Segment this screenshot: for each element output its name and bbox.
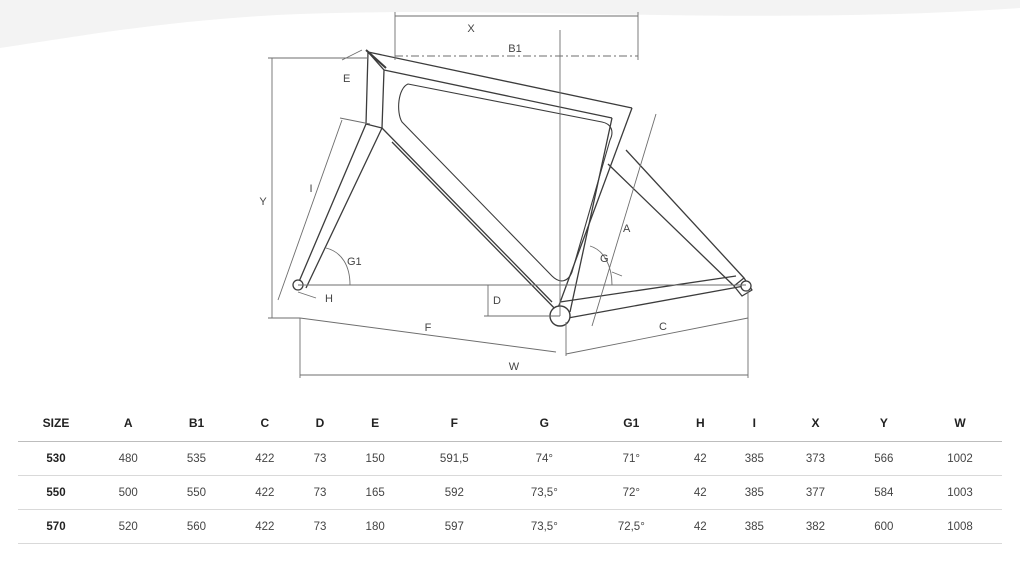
cell-w: 1008 [918,509,1002,544]
frame-outline [297,49,753,319]
dimension-lines [268,12,749,378]
cell-b1: 560 [162,509,231,544]
cell-x: 373 [781,441,850,476]
label-b1: B1 [508,43,521,55]
cell-c: 422 [230,441,299,476]
header-y: Y [849,405,918,442]
header-f: F [409,405,500,442]
cell-y: 566 [849,441,918,476]
label-i: I [309,183,312,195]
cell-i: 385 [727,509,782,544]
table-row: 570 520 560 422 73 180 597 73,5° 72,5° 4… [18,509,1002,544]
cell-y: 600 [849,509,918,544]
cell-d: 73 [298,509,341,544]
cell-y: 584 [849,475,918,510]
label-f: F [425,322,432,334]
cell-b1: 550 [162,475,231,510]
background-swoosh [0,0,1020,48]
label-g1: G1 [347,256,362,268]
cell-e: 165 [340,475,410,510]
cell-h: 42 [673,441,728,476]
table-row: 550 500 550 422 73 165 592 73,5° 72° 42 … [18,475,1002,510]
cell-g1: 72,5° [589,509,674,544]
frame-geometry-diagram: X B1 E Y I G1 H D F G A C W [259,12,753,378]
cell-f: 597 [409,509,500,544]
label-e: E [343,73,350,85]
label-g: G [600,253,609,265]
label-a: A [623,223,631,235]
header-e: E [340,405,410,442]
cell-i: 385 [727,441,782,476]
header-x: X [781,405,850,442]
header-i: I [727,405,782,442]
header-size: SIZE [18,405,94,442]
header-w: W [918,405,1002,442]
cell-f: 592 [409,475,500,510]
cell-b1: 535 [162,441,231,476]
header-a: A [94,405,163,442]
rear-axle [740,280,752,292]
header-d: D [298,405,341,442]
label-c: C [659,321,667,333]
label-d: D [493,295,501,307]
cell-f: 591,5 [409,441,500,476]
cell-w: 1003 [918,475,1002,510]
cell-size: 530 [18,441,94,476]
header-h: H [673,405,728,442]
cell-c: 422 [230,509,299,544]
cell-e: 150 [340,441,410,476]
geometry-table: SIZE A B1 C D E F G G1 H I X Y W 530 480… [18,405,1002,544]
cell-i: 385 [727,475,782,510]
cell-d: 73 [298,475,341,510]
cell-h: 42 [673,509,728,544]
cell-g: 73,5° [499,475,590,510]
cell-g1: 72° [589,475,674,510]
dimension-labels: X B1 E Y I G1 H D F G A C W [259,23,667,373]
table-header-row: SIZE A B1 C D E F G G1 H I X Y W [18,405,1002,442]
label-x: X [467,23,475,35]
cell-size: 570 [18,509,94,544]
cell-g1: 71° [589,441,674,476]
cell-w: 1002 [918,441,1002,476]
cell-h: 42 [673,475,728,510]
cell-x: 377 [781,475,850,510]
header-g: G [499,405,590,442]
cell-a: 480 [94,441,163,476]
cell-d: 73 [298,441,341,476]
cell-g: 74° [499,441,590,476]
cell-a: 500 [94,475,163,510]
label-y: Y [259,196,267,208]
cell-e: 180 [340,509,410,544]
cell-a: 520 [94,509,163,544]
label-h: H [325,293,333,305]
table-row: 530 480 535 422 73 150 591,5 74° 71° 42 … [18,441,1002,476]
cell-g: 73,5° [499,509,590,544]
header-c: C [230,405,299,442]
cell-x: 382 [781,509,850,544]
header-g1: G1 [589,405,674,442]
label-w: W [509,361,520,373]
header-b1: B1 [162,405,231,442]
cell-c: 422 [230,475,299,510]
cell-size: 550 [18,475,94,510]
